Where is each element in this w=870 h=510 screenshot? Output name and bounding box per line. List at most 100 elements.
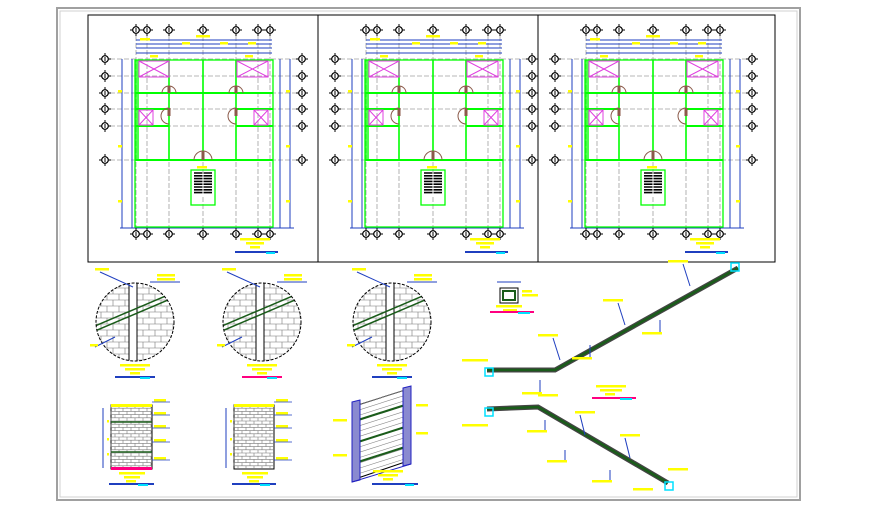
plan-subtitle xyxy=(476,242,494,245)
door-swing xyxy=(227,107,237,125)
door-swing xyxy=(160,107,170,125)
detail-note xyxy=(276,412,288,415)
dimension-text xyxy=(516,200,520,203)
door-leaf xyxy=(167,86,171,93)
axis-bubble-icon xyxy=(746,103,758,115)
window-diag xyxy=(686,60,719,78)
axis-bubble-icon xyxy=(163,228,175,240)
detail-content xyxy=(223,283,301,361)
footing xyxy=(664,481,674,491)
door-swing xyxy=(677,107,687,125)
column-right xyxy=(402,385,412,467)
wall-junction-detail-1 xyxy=(90,268,180,379)
axis-bubble-icon xyxy=(526,103,538,115)
column-outline xyxy=(499,287,519,304)
window-box xyxy=(138,60,170,78)
brick-course xyxy=(357,416,406,432)
stair-section-lower xyxy=(462,394,688,491)
section-title xyxy=(596,385,626,388)
detail-title xyxy=(242,472,268,475)
axis-bubble-icon xyxy=(549,70,561,82)
axis-bubble-icon xyxy=(360,24,372,36)
stair-note xyxy=(538,334,558,337)
axis-bubble-icon xyxy=(647,228,659,240)
axis-bubble-icon xyxy=(746,53,758,65)
detail-note xyxy=(333,454,347,457)
axis-bubble-icon xyxy=(714,228,726,240)
door-leaf xyxy=(464,86,468,93)
axis-bubble-icon xyxy=(329,154,341,166)
dimension-text xyxy=(245,55,253,58)
detail-note xyxy=(276,399,288,402)
detail-note xyxy=(154,425,166,428)
leader-line xyxy=(221,336,243,348)
window-diag xyxy=(138,60,170,78)
door-leaf xyxy=(234,86,238,93)
window-x-icon xyxy=(236,60,269,78)
door-leaf xyxy=(234,108,238,116)
stair-note xyxy=(592,480,612,483)
detail-scale xyxy=(503,309,517,312)
detail-note xyxy=(522,290,532,293)
stair-plan xyxy=(420,169,446,206)
axis-bubble-icon xyxy=(494,24,506,36)
window-x-icon xyxy=(368,60,400,78)
axis-bubble-icon xyxy=(329,53,341,65)
door-leaf xyxy=(684,86,688,93)
window-diag xyxy=(588,109,604,126)
dimension-text xyxy=(182,42,190,45)
bond-beam xyxy=(111,404,152,407)
detail-content xyxy=(353,283,431,361)
axis-bubble-icon xyxy=(329,103,341,115)
detail-scale xyxy=(257,372,267,375)
axis-bubble-icon xyxy=(141,228,153,240)
window-box xyxy=(138,109,154,126)
door-arc-icon xyxy=(423,150,443,161)
dimension-text xyxy=(348,200,352,203)
sheet-border xyxy=(56,7,801,501)
axis-bubble-icon xyxy=(141,24,153,36)
column xyxy=(385,283,395,361)
door-leaf xyxy=(684,108,688,116)
window-diag xyxy=(588,60,620,78)
dimension-text xyxy=(107,420,109,423)
leader-line xyxy=(617,302,626,326)
axis-bubble-icon xyxy=(746,87,758,99)
stair-label xyxy=(647,166,657,169)
stair-wall xyxy=(420,169,446,206)
axis-bubble-icon xyxy=(746,70,758,82)
door-swing xyxy=(610,107,620,125)
axis-bubble-icon xyxy=(99,87,111,99)
wall-elevation-detail-2 xyxy=(225,399,292,486)
leader-line xyxy=(351,336,373,348)
leader-line xyxy=(579,414,586,436)
stair-note xyxy=(572,357,592,360)
stair-sections xyxy=(462,260,740,491)
door-leaf xyxy=(651,151,655,160)
detail-title xyxy=(373,470,403,473)
axis-bubble-icon xyxy=(371,24,383,36)
dimension-text xyxy=(107,438,109,441)
dimension-text xyxy=(475,55,483,58)
axis-bubble-icon xyxy=(580,24,592,36)
door-arc-icon xyxy=(611,85,627,94)
detail-title xyxy=(120,364,150,367)
dimension-text xyxy=(107,453,109,456)
axis-bubble-icon xyxy=(130,228,142,240)
dimension-text xyxy=(695,55,703,58)
window-x-icon xyxy=(138,60,170,78)
window-diag xyxy=(466,60,499,78)
axis-bubble-icon xyxy=(746,120,758,132)
window-box xyxy=(368,60,400,78)
axis-bubble-icon xyxy=(99,53,111,65)
axis-bubble-icon xyxy=(230,228,242,240)
detail-note xyxy=(222,268,236,271)
dimension-text xyxy=(286,200,290,203)
door-arc-icon xyxy=(228,85,244,94)
detail-title xyxy=(378,474,398,477)
exterior-wall xyxy=(364,59,504,228)
window-box xyxy=(368,109,384,126)
window-diag xyxy=(368,60,400,78)
window-diag xyxy=(368,109,384,126)
stair-note xyxy=(522,392,542,395)
